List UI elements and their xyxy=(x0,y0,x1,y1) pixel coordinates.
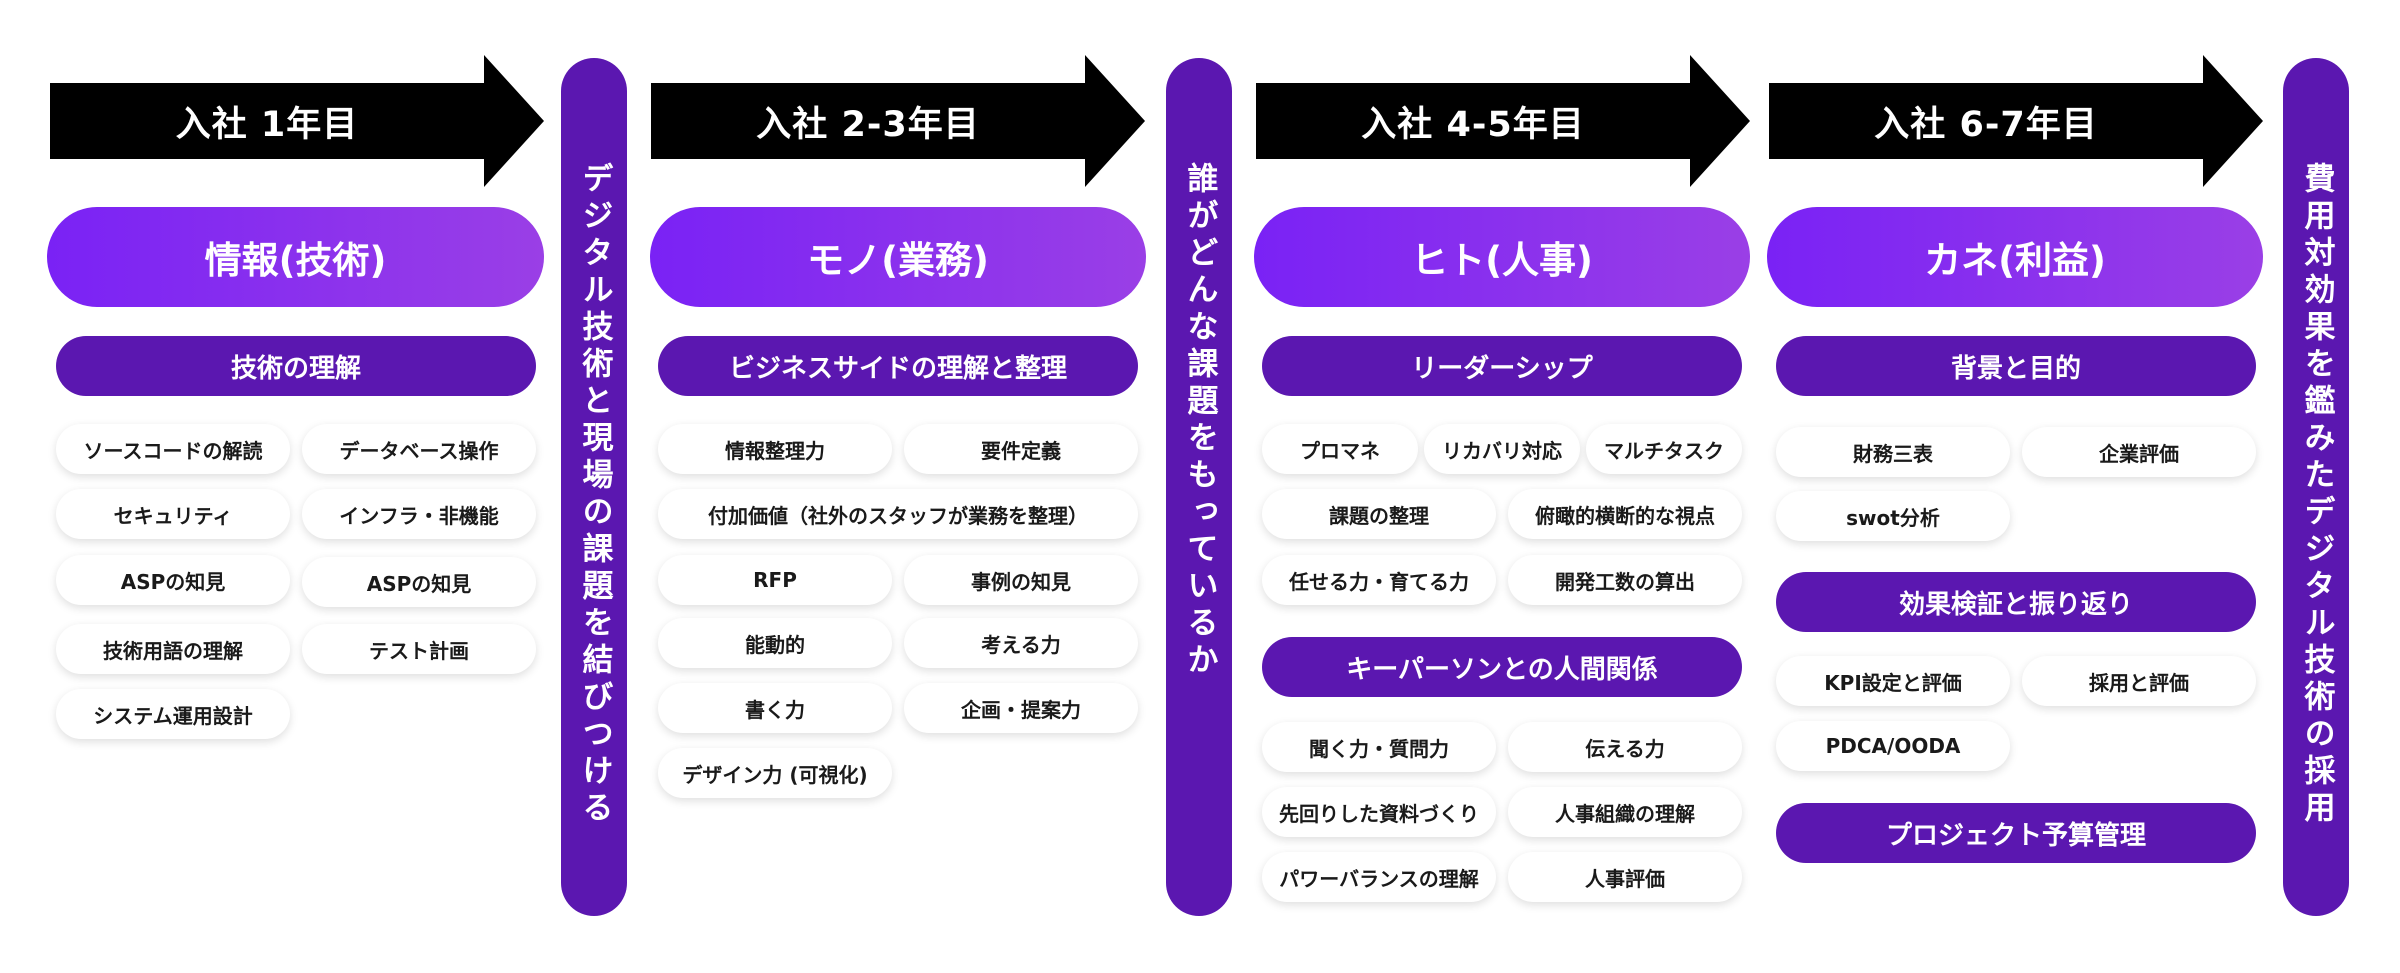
tag: 技術用語の理解 xyxy=(56,624,290,674)
tag: 企業評価 xyxy=(2022,427,2256,477)
stage-4-arrow: 入社 6-7年目 xyxy=(1769,55,2263,187)
stage-2-arrow: 入社 2-3年目 xyxy=(651,55,1145,187)
tag: リカバリ対応 xyxy=(1424,424,1580,474)
tag: ソースコードの解読 xyxy=(56,424,290,474)
tag: 企画・提案力 xyxy=(904,683,1138,733)
tag: 付加価値（社外のスタッフが業務を整理） xyxy=(658,489,1138,539)
tag: PDCA/OODA xyxy=(1776,721,2010,771)
tag: デザイン力 (可視化) xyxy=(658,748,892,798)
tag: パワーバランスの理解 xyxy=(1262,852,1496,902)
stage-1-group-1-title: 技術の理解 xyxy=(56,336,536,396)
tag: プロマネ xyxy=(1262,424,1418,474)
stage-4-group-1-title: 背景と目的 xyxy=(1776,336,2256,396)
tag: データベース操作 xyxy=(302,424,536,474)
stage-2-group-1-title: ビジネスサイドの理解と整理 xyxy=(658,336,1138,396)
stage-4-label: 入社 6-7年目 xyxy=(1874,104,2098,145)
tag: swot分析 xyxy=(1776,491,2010,541)
stage-4-group-2-title: 効果検証と振り返り xyxy=(1776,572,2256,632)
stage-3-arrow: 入社 4-5年目 xyxy=(1256,55,1750,187)
bridge-1-text: デジタル技術と現場の課題を結びつける xyxy=(576,162,613,828)
tag: 採用と評価 xyxy=(2022,656,2256,706)
tag: 先回りした資料づくり xyxy=(1262,787,1496,837)
tag: 開発工数の算出 xyxy=(1508,555,1742,605)
tag: システム運用設計 xyxy=(56,689,290,739)
stage-4-group-3-title: プロジェクト予算管理 xyxy=(1776,803,2256,863)
bridge-2: 誰がどんな課題をもっているか xyxy=(1166,58,1232,916)
stage-3-label: 入社 4-5年目 xyxy=(1361,104,1585,145)
tag: 事例の知見 xyxy=(904,555,1138,605)
stage-3-group-1-title: リーダーシップ xyxy=(1262,336,1742,396)
tag: 聞く力・質問力 xyxy=(1262,722,1496,772)
tag: セキュリティ xyxy=(56,489,290,539)
stage-4-category: カネ(利益) xyxy=(1767,207,2263,307)
bridge-1: デジタル技術と現場の課題を結びつける xyxy=(561,58,627,916)
stage-1-category: 情報(技術) xyxy=(47,207,544,307)
bridge-3: 費用対効果を鑑みたデジタル技術の採用 xyxy=(2283,58,2349,916)
bridge-2-text: 誰がどんな課題をもっているか xyxy=(1181,162,1218,680)
tag: ASPの知見 xyxy=(56,555,290,605)
tag: 伝える力 xyxy=(1508,722,1742,772)
tag: マルチタスク xyxy=(1586,424,1742,474)
tag: KPI設定と評価 xyxy=(1776,656,2010,706)
tag: RFP xyxy=(658,555,892,605)
stage-2-label: 入社 2-3年目 xyxy=(756,104,980,145)
tag: 要件定義 xyxy=(904,424,1138,474)
tag: 人事評価 xyxy=(1508,852,1742,902)
stage-3-group-2-title: キーパーソンとの人間関係 xyxy=(1262,637,1742,697)
tag: 俯瞰的横断的な視点 xyxy=(1508,489,1742,539)
bridge-3-text: 費用対効果を鑑みたデジタル技術の採用 xyxy=(2298,162,2335,828)
tag: テスト計画 xyxy=(302,624,536,674)
arrow-shape xyxy=(1769,55,2263,187)
tag: 財務三表 xyxy=(1776,427,2010,477)
tag: 能動的 xyxy=(658,618,892,668)
tag: 任せる力・育てる力 xyxy=(1262,555,1496,605)
stage-2-category: モノ(業務) xyxy=(650,207,1146,307)
arrow-shape xyxy=(1256,55,1750,187)
tag: インフラ・非機能 xyxy=(302,489,536,539)
tag: 課題の整理 xyxy=(1262,489,1496,539)
stage-1-arrow: 入社 1年目 xyxy=(50,55,544,187)
arrow-shape xyxy=(651,55,1145,187)
stage-1-label: 入社 1年目 xyxy=(175,104,359,145)
arrow-shape xyxy=(50,55,544,187)
tag: ASPの知見 xyxy=(302,557,536,607)
tag: 書く力 xyxy=(658,683,892,733)
tag: 情報整理力 xyxy=(658,424,892,474)
tag: 人事組織の理解 xyxy=(1508,787,1742,837)
tag: 考える力 xyxy=(904,618,1138,668)
stage-3-category: ヒト(人事) xyxy=(1254,207,1750,307)
